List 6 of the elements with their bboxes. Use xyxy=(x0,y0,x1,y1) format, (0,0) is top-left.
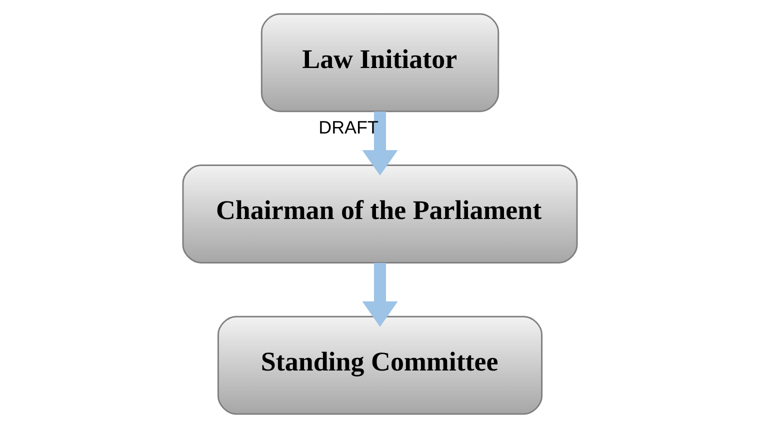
node-box: Law Initiator xyxy=(260,13,499,112)
edge-label: DRAFT xyxy=(318,117,378,138)
arrow xyxy=(362,262,398,327)
node-box: Chairman of the Parliament xyxy=(182,164,578,264)
arrow xyxy=(362,112,398,176)
node-box: Standing Committee xyxy=(216,316,542,415)
